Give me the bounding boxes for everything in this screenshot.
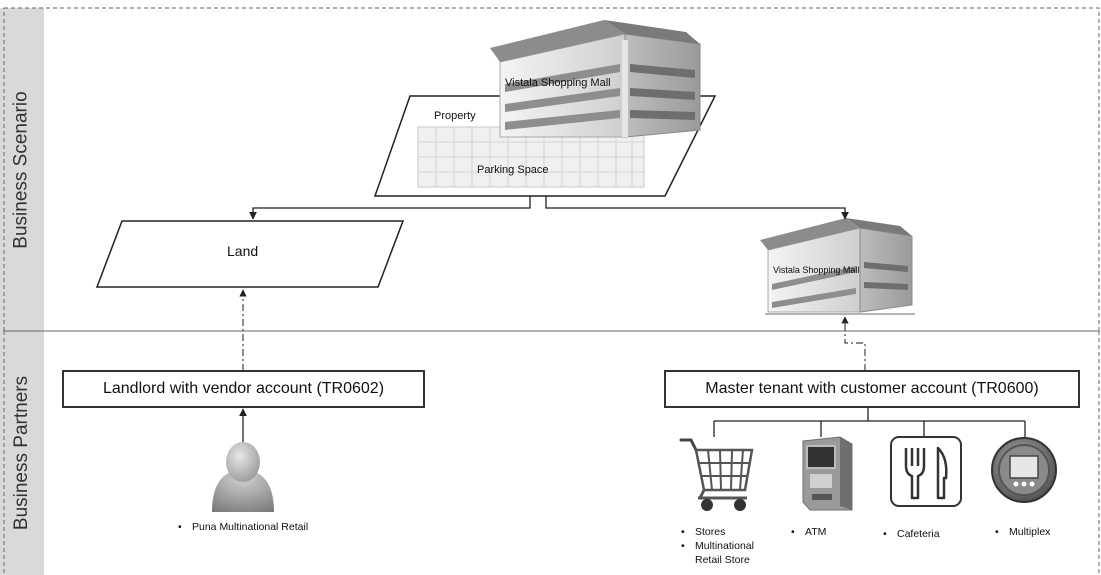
person-icon xyxy=(212,442,274,512)
shopping-cart-icon xyxy=(679,438,754,511)
cutlery-icon xyxy=(890,436,962,507)
small-building-icon xyxy=(760,218,915,315)
connector-property-mall xyxy=(545,196,849,220)
list-item: Puna Multinational Retail xyxy=(178,520,308,534)
connector-tenant-icons xyxy=(713,407,1026,437)
frame-scenario xyxy=(3,7,1100,332)
stores-list: Stores Multinational Retail Store xyxy=(681,525,781,567)
connector-tenant-mall xyxy=(841,316,866,371)
cafeteria-list: Cafeteria xyxy=(883,527,940,541)
parking-label: Parking Space xyxy=(477,164,549,176)
land-shape xyxy=(95,220,405,288)
connector-property-land xyxy=(249,196,531,220)
mall-small-label: Vistala Shopping Mall xyxy=(773,265,860,275)
landlord-box-label: Landlord with vendor account (TR0602) xyxy=(102,380,385,397)
lane-label-scenario: Business Scenario xyxy=(0,8,44,331)
atm-icon xyxy=(802,436,853,511)
list-item: ATM xyxy=(791,525,826,539)
list-item: Cafeteria xyxy=(883,527,940,541)
property-label: Property xyxy=(434,110,476,122)
multiplex-icon xyxy=(991,437,1057,503)
lane-label-partners: Business Partners xyxy=(0,331,44,575)
landlord-box: Landlord with vendor account (TR0602) xyxy=(62,370,425,408)
tenant-box-label: Master tenant with customer account (TR0… xyxy=(705,380,1039,397)
list-item: Multiplex xyxy=(995,525,1050,539)
list-item: Multinational Retail Store xyxy=(681,539,781,567)
list-item: Stores xyxy=(681,525,781,539)
tenant-box: Master tenant with customer account (TR0… xyxy=(664,370,1080,408)
mall-label: Vistala Shopping Mall xyxy=(505,77,611,89)
landlord-list: Puna Multinational Retail xyxy=(178,520,308,534)
lane-frames xyxy=(3,7,1100,575)
building-icon xyxy=(490,20,701,138)
atm-list: ATM xyxy=(791,525,826,539)
multiplex-list: Multiplex xyxy=(995,525,1050,539)
land-label: Land xyxy=(227,243,259,259)
